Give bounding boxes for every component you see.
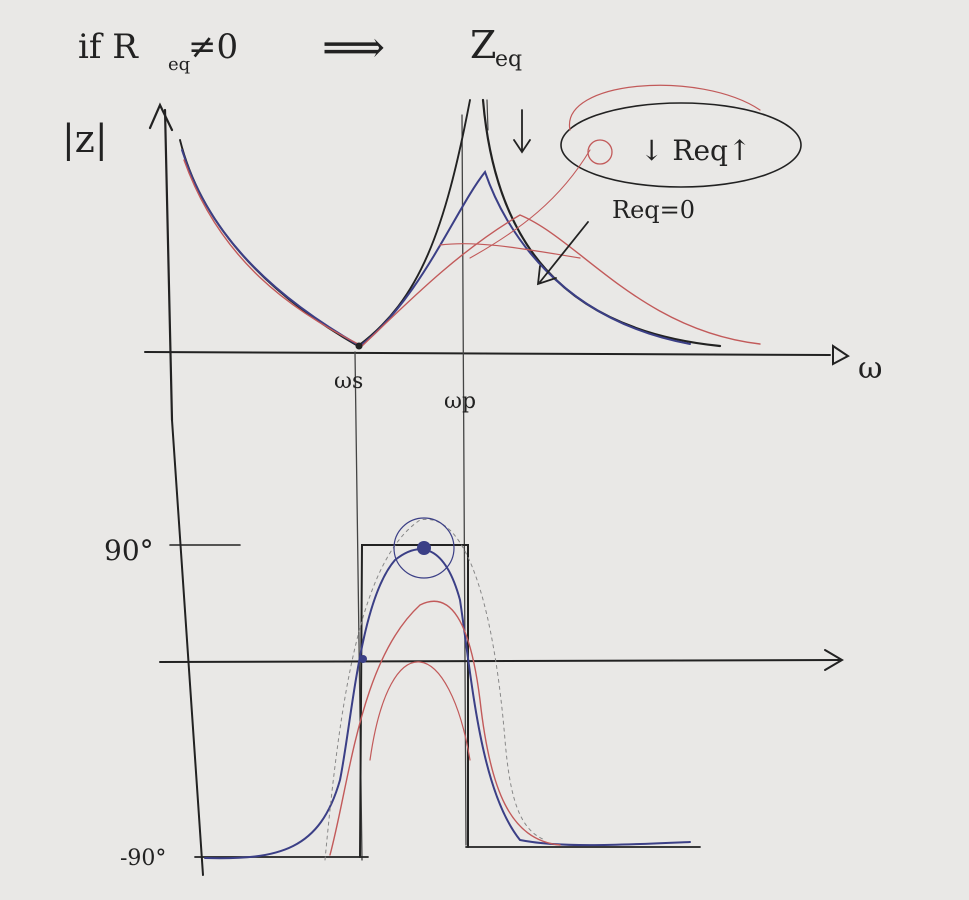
bottom-plot: [159, 419, 844, 876]
y-axis-arrow-top: [148, 102, 174, 132]
red-circle-marker: [587, 139, 613, 165]
y-label-top: |z|: [62, 117, 108, 161]
y-axis-bottom: [171, 419, 204, 876]
x-label-omega: ω: [858, 351, 882, 386]
arrow-down-annotation: [513, 109, 531, 154]
arrow-req-zero: [536, 221, 589, 286]
x-axis-bottom: [159, 659, 841, 663]
red-leader-line: [469, 149, 591, 259]
phase-curve-red-1: [329, 600, 561, 856]
red-loop-annotation: [569, 84, 761, 131]
zero-crossing-point: [359, 655, 367, 663]
peak-point: [417, 541, 431, 555]
x-axis-arrow-top: [832, 344, 850, 366]
curve-red: [183, 159, 761, 347]
x-axis-arrow-bottom: [824, 649, 844, 671]
header-condition-sub: eq: [168, 54, 190, 75]
x-axis-top: [144, 351, 831, 356]
curve-req-zero-left: [179, 99, 471, 348]
header-result-sub: eq: [495, 47, 522, 72]
top-plot: [144, 84, 850, 861]
tick-label-ws: ωs: [334, 369, 363, 394]
red-annotation-line: [439, 243, 581, 259]
phase-curve-blue: [204, 548, 691, 860]
annotation-req-zero: Req=0: [612, 196, 695, 224]
wp-guide-line: [461, 114, 467, 846]
ws-point: [355, 342, 363, 350]
tick-label-minus-90: -90°: [120, 846, 166, 871]
phase-curve-red-2: [369, 661, 471, 761]
annotation-req-increase: ↓ Req↑: [640, 134, 751, 167]
header-result: Z: [470, 23, 496, 67]
header-condition: if R: [78, 27, 139, 67]
tick-label-90: 90°: [104, 534, 154, 567]
phase-ideal: [359, 544, 469, 858]
annotation-ellipse: [560, 102, 802, 188]
header-implies: ⟹: [322, 22, 385, 73]
tick-label-wp: ωp: [444, 389, 476, 414]
y-axis-top: [163, 108, 174, 422]
header-condition-rest: ≠0: [188, 27, 238, 67]
peak-circle: [393, 517, 455, 579]
wp-asymptote-right: [486, 99, 489, 131]
